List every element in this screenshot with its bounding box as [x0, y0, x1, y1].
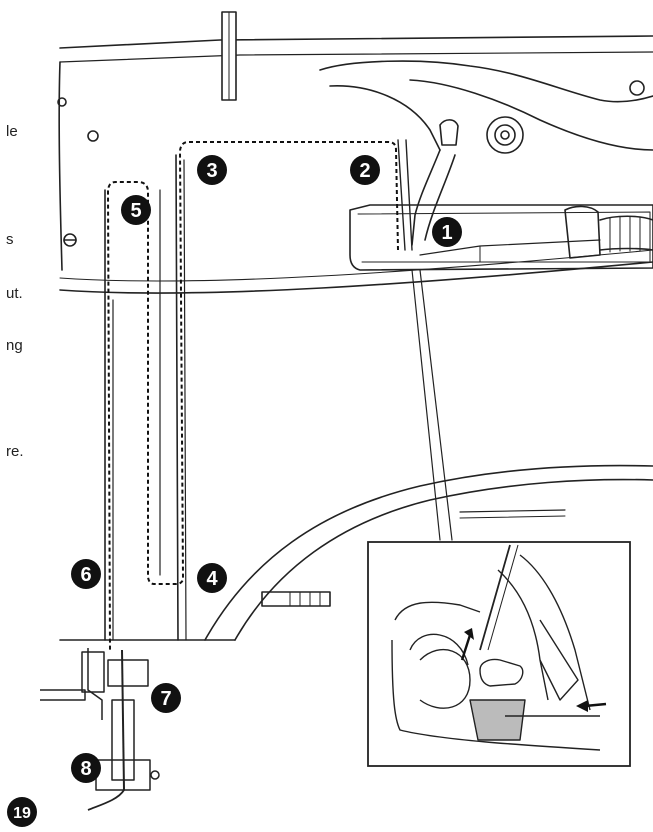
step-label: 6	[80, 564, 91, 586]
machine-top-edge	[59, 35, 653, 49]
step-badge-6: 6	[71, 559, 101, 589]
step-label: 1	[441, 222, 452, 244]
screw	[87, 130, 99, 142]
spool	[564, 205, 601, 259]
window-recess	[349, 204, 653, 271]
detail-inset	[367, 541, 631, 767]
up-arrow-head	[464, 628, 474, 640]
needle-clamp	[107, 659, 149, 687]
cropped-text-3: ut.	[6, 285, 23, 302]
step-label: 4	[206, 568, 218, 590]
machine-top-edge-inner	[59, 51, 653, 63]
thread-slot	[469, 699, 526, 741]
page-number: 19	[13, 805, 31, 822]
take-up-lever	[411, 149, 441, 246]
inset-thread	[479, 544, 511, 651]
step-badge-2: 2	[350, 155, 380, 185]
screw	[629, 80, 645, 96]
tension-disk	[486, 116, 524, 154]
step-badge-7: 7	[151, 683, 181, 713]
thread-path	[107, 141, 399, 651]
step-badge-4: 4	[197, 563, 227, 593]
presser-lever	[261, 591, 331, 607]
take-up-hook	[519, 554, 591, 711]
cropped-text-4: ng	[6, 337, 23, 354]
step-label: 3	[206, 160, 217, 182]
step-label: 8	[80, 758, 91, 780]
cropped-text-2: s	[6, 231, 14, 248]
left-arrow	[584, 702, 607, 708]
lower-arm-curve	[204, 464, 653, 641]
step-label: 7	[160, 688, 171, 710]
cropped-text-5: re.	[6, 443, 24, 460]
step-label: 5	[130, 200, 141, 222]
left-arrow-head	[576, 700, 588, 712]
body-seam	[59, 261, 653, 294]
step-badge-5: 5	[121, 195, 151, 225]
up-arrow	[460, 634, 472, 661]
needle-bar	[87, 648, 103, 720]
step-badge-1: 1	[432, 217, 462, 247]
step-label: 2	[359, 160, 370, 182]
leader-line	[411, 269, 441, 541]
bobbin-thread	[87, 789, 125, 811]
machine-left-edge	[58, 61, 63, 271]
presser-bar	[40, 689, 86, 701]
step-badge-8: 8	[71, 753, 101, 783]
needle	[121, 649, 125, 791]
guide-arm	[319, 60, 653, 103]
presser-foot	[95, 759, 151, 791]
page-number-badge: 19	[7, 797, 37, 827]
cropped-text-1: le	[6, 123, 18, 140]
channel-right-outer	[175, 154, 179, 641]
step-badge-3: 3	[197, 155, 227, 185]
